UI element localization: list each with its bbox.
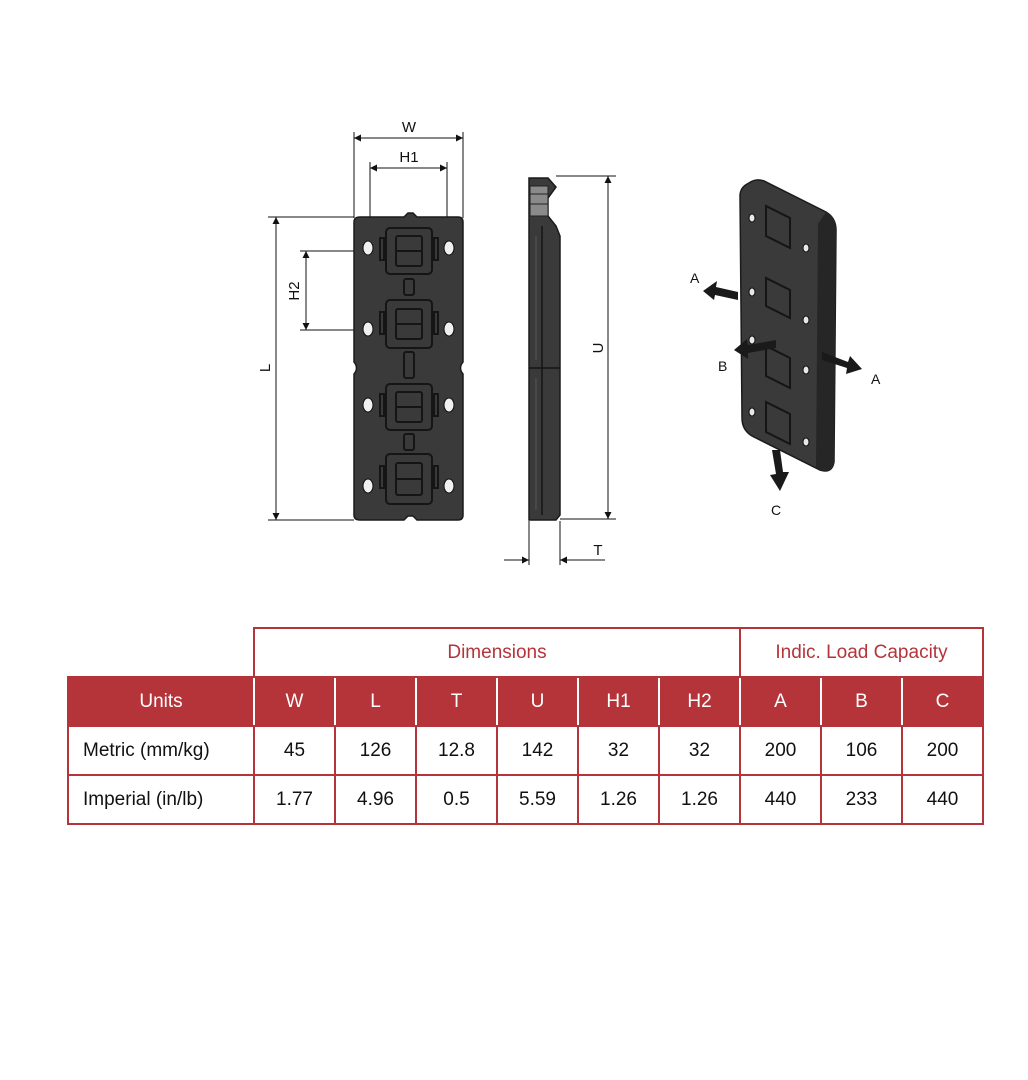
load-arrow-a-right bbox=[822, 352, 862, 374]
table-cell: 440 bbox=[739, 774, 822, 825]
table-row-metric: Metric (mm/kg) 45 126 12.8 142 32 32 200… bbox=[67, 725, 984, 776]
dim-label-w: W bbox=[402, 119, 417, 136]
header-units: Units bbox=[67, 676, 255, 727]
table-cell: 1.26 bbox=[658, 774, 741, 825]
table-cell: 233 bbox=[820, 774, 903, 825]
table-cell: 440 bbox=[901, 774, 984, 825]
load-arrow-b bbox=[734, 339, 776, 359]
table-cell: 126 bbox=[334, 725, 417, 776]
table-cell: 1.26 bbox=[577, 774, 660, 825]
table-cell: 32 bbox=[658, 725, 741, 776]
connector-plate-front bbox=[353, 212, 464, 521]
header-b: B bbox=[820, 676, 903, 727]
group-header-load-capacity: Indic. Load Capacity bbox=[739, 627, 984, 678]
side-view: U T bbox=[504, 175, 616, 565]
header-l: L bbox=[334, 676, 417, 727]
header-u: U bbox=[496, 676, 579, 727]
table-cell: 0.5 bbox=[415, 774, 498, 825]
table-cell: 142 bbox=[496, 725, 579, 776]
load-label-b: B bbox=[718, 358, 727, 374]
front-view: W H1 L H2 bbox=[257, 119, 464, 521]
table-header-row: Units W L T U H1 H2 A B C bbox=[67, 676, 984, 727]
table-cell: 12.8 bbox=[415, 725, 498, 776]
table-cell: 5.59 bbox=[496, 774, 579, 825]
header-h2: H2 bbox=[658, 676, 741, 727]
load-label-a-right: A bbox=[871, 371, 881, 387]
technical-drawing: W H1 L H2 bbox=[257, 119, 881, 565]
dim-label-u: U bbox=[590, 343, 607, 354]
table-row-imperial: Imperial (in/lb) 1.77 4.96 0.5 5.59 1.26… bbox=[67, 774, 984, 825]
connector-plate-side bbox=[528, 177, 561, 521]
table-cell: 106 bbox=[820, 725, 903, 776]
dim-label-h2: H2 bbox=[286, 281, 303, 300]
load-label-a-left: A bbox=[690, 270, 700, 286]
table-cell: 200 bbox=[901, 725, 984, 776]
group-header-dimensions: Dimensions bbox=[253, 627, 741, 678]
table-cell: 45 bbox=[253, 725, 336, 776]
table-corner-blank bbox=[68, 628, 254, 677]
table-cell: 4.96 bbox=[334, 774, 417, 825]
dim-label-t: T bbox=[593, 542, 602, 559]
dim-label-h1: H1 bbox=[399, 149, 418, 166]
row-label-metric: Metric (mm/kg) bbox=[67, 725, 255, 776]
header-a: A bbox=[739, 676, 822, 727]
specification-table: Dimensions Indic. Load Capacity Units W … bbox=[67, 627, 984, 825]
row-label-imperial: Imperial (in/lb) bbox=[67, 774, 255, 825]
header-h1: H1 bbox=[577, 676, 660, 727]
header-c: C bbox=[901, 676, 984, 727]
table-cell: 1.77 bbox=[253, 774, 336, 825]
load-arrow-a-left bbox=[703, 281, 738, 300]
load-arrow-c bbox=[770, 450, 789, 491]
dim-label-l: L bbox=[257, 364, 274, 372]
isometric-view: A A B C bbox=[690, 179, 881, 518]
table-cell: 32 bbox=[577, 725, 660, 776]
load-label-c: C bbox=[771, 502, 781, 518]
header-w: W bbox=[253, 676, 336, 727]
header-t: T bbox=[415, 676, 498, 727]
table-cell: 200 bbox=[739, 725, 822, 776]
